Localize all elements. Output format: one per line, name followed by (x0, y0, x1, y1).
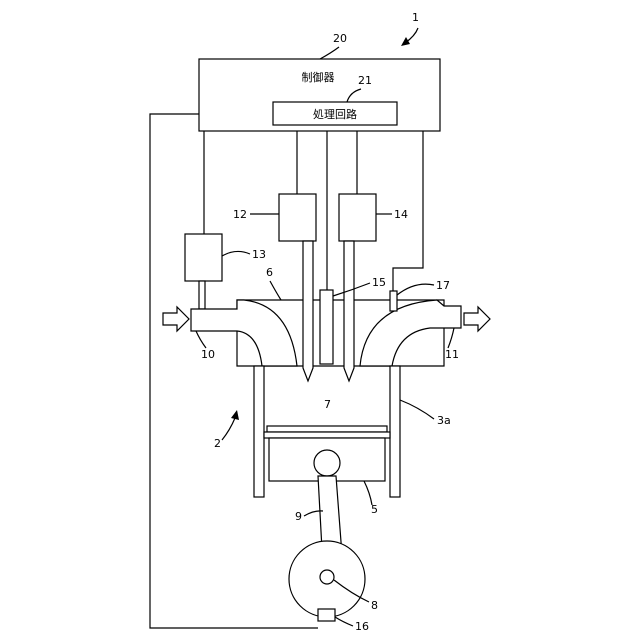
exhaust-port-leader (448, 328, 454, 348)
intake-sensor-ref: 13 (252, 248, 266, 261)
system-arrowhead (401, 37, 410, 46)
spark-plug (344, 241, 354, 381)
crankshaft-center (320, 570, 334, 584)
piston-pin (314, 450, 340, 476)
crank-angle-sensor (318, 609, 335, 621)
exhaust-sensor-ref: 17 (436, 279, 450, 292)
engine-ref: 2 (214, 437, 221, 450)
intake-port-ref: 10 (201, 348, 215, 361)
processing-circuit-ref: 21 (358, 74, 372, 87)
piston-ring-mid (264, 432, 390, 438)
crank-sensor-signal-line (150, 114, 318, 628)
injector-nozzle (303, 241, 313, 381)
crank-angle-sensor-ref: 16 (355, 620, 369, 633)
exhaust-sensor-leader (397, 284, 434, 295)
intake-sensor-leader (222, 251, 250, 256)
processing-circuit-label: 処理回路 (313, 108, 357, 121)
cylinder-block-ref: 3a (437, 414, 451, 427)
ignition-actuator-ref: 14 (394, 208, 408, 221)
connecting-rod-ref: 9 (295, 510, 302, 523)
piston-leader (364, 481, 372, 505)
engine-arrowhead (231, 410, 239, 420)
controller-leader (320, 47, 339, 59)
cylinder-wall-left (254, 366, 264, 497)
exhaust-flow-arrow (464, 307, 490, 331)
intake-flow-arrow (163, 307, 189, 331)
intake-port-leader (196, 331, 206, 348)
injector-actuator-box (279, 194, 316, 241)
engine-arrow-shaft (222, 418, 235, 440)
cylinder-head-ref: 6 (266, 266, 273, 279)
system-ref: 1 (412, 11, 419, 24)
cylinder-head-leader (270, 281, 281, 300)
pressure-sensor-ref: 15 (372, 276, 386, 289)
controller-ref: 20 (333, 32, 347, 45)
cylinder-wall-right (390, 366, 400, 497)
injector-actuator-ref: 12 (233, 208, 247, 221)
controller-label: 制御器 (302, 70, 335, 84)
cylinder-block-leader (400, 400, 434, 419)
combustion-chamber-ref: 7 (324, 398, 331, 411)
ignition-actuator-box (339, 194, 376, 241)
crankshaft-ref: 8 (371, 599, 378, 612)
exhaust-sensor-probe (390, 291, 397, 311)
intake-sensor-box (185, 234, 222, 281)
intake-sensor-probe (199, 281, 205, 309)
pressure-sensor-body (320, 290, 333, 364)
piston-ring-top (267, 426, 387, 432)
crank-angle-sensor-leader (335, 617, 353, 626)
exhaust-port-ref: 11 (445, 348, 459, 361)
